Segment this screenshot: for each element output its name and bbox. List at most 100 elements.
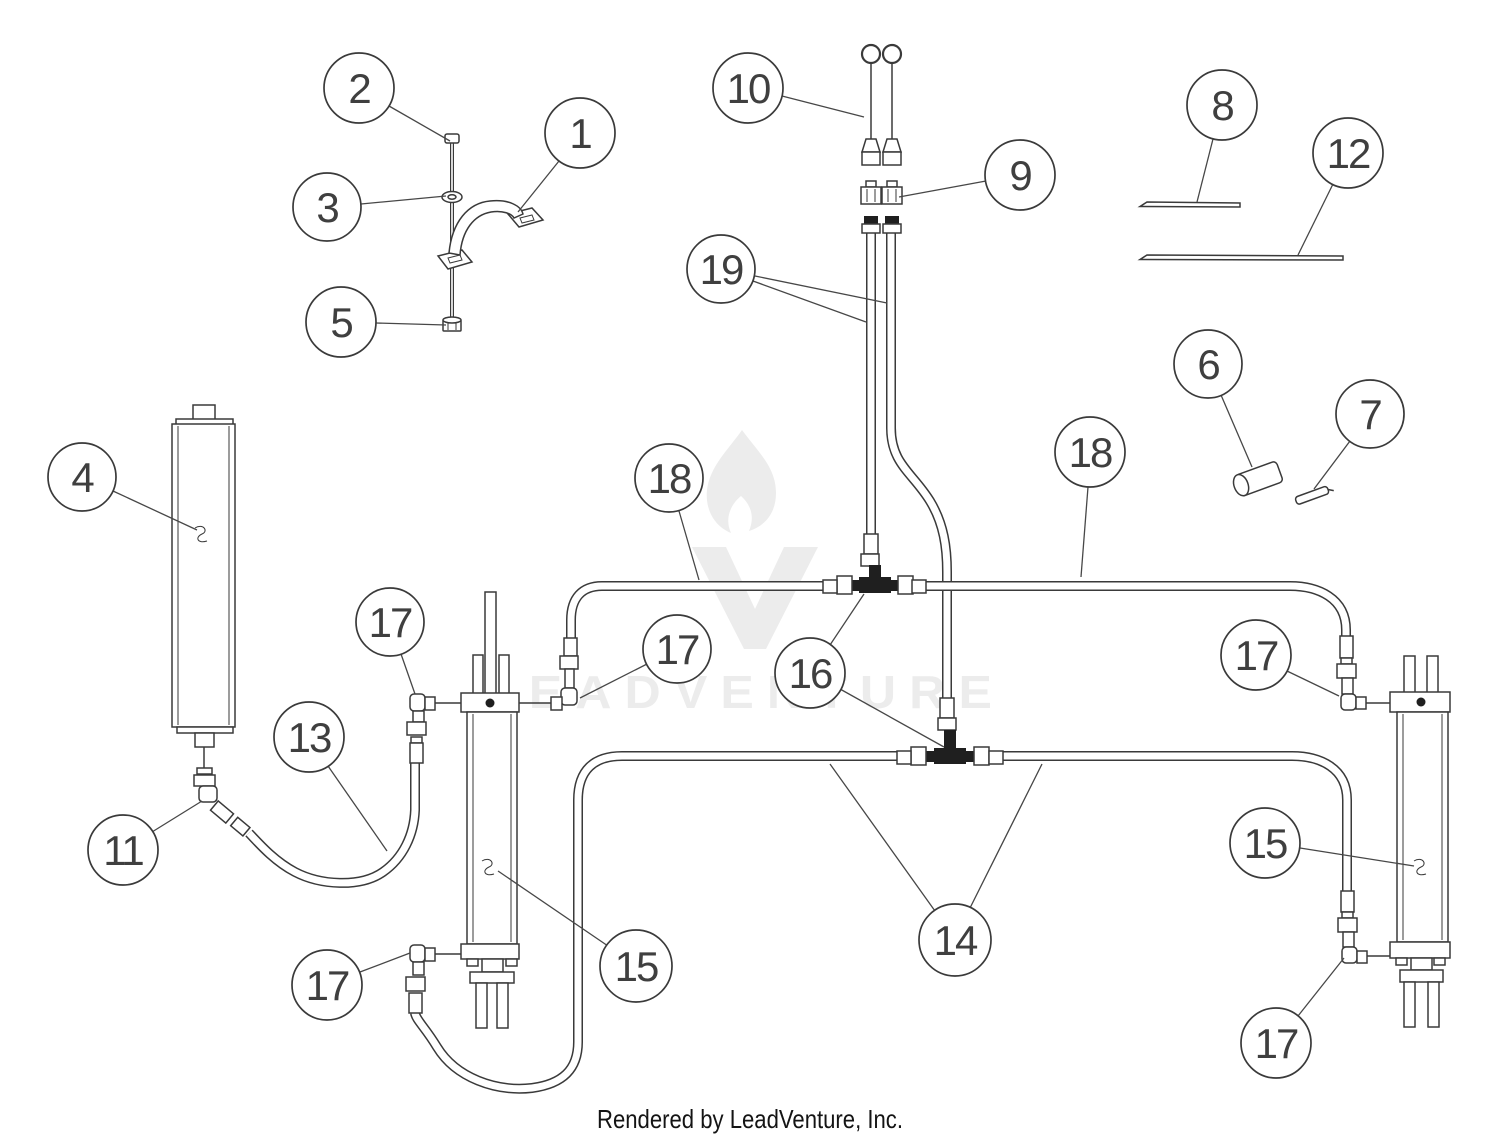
callout-17[interactable]: 17 [291, 949, 411, 1021]
callout-17[interactable]: 17 [1220, 619, 1340, 697]
callout-number: 9 [1009, 152, 1031, 199]
callout-balloon[interactable] [87, 814, 159, 886]
callout-16[interactable]: 16 [774, 593, 945, 748]
part-13-hose [245, 763, 420, 888]
part-4-reservoir-tank [171, 404, 236, 768]
callout-leader-line [375, 322, 447, 326]
callout-balloon[interactable] [544, 97, 616, 169]
part-8-rod-short [1137, 201, 1241, 208]
tank-bottom-nub [194, 732, 215, 748]
callout-14[interactable]: 14 [829, 763, 1043, 977]
callout-number: 13 [288, 714, 331, 761]
callout-number: 18 [648, 455, 691, 502]
callout-11[interactable]: 11 [87, 800, 203, 886]
callout-19[interactable]: 19 [686, 234, 888, 323]
callout-5[interactable]: 5 [305, 286, 447, 358]
callout-balloon[interactable] [686, 234, 756, 304]
callout-leader-line [969, 763, 1043, 909]
callout-4[interactable]: 4 [47, 442, 198, 531]
callout-balloon[interactable] [918, 903, 992, 977]
callout-1[interactable]: 1 [517, 97, 616, 213]
footer-text: Rendered by LeadVenture, Inc. [597, 1104, 903, 1134]
callout-leader-line [1299, 847, 1415, 867]
break-symbol [194, 525, 208, 543]
callout-balloon[interactable] [984, 139, 1056, 211]
fork-prong [496, 982, 509, 1029]
callout-15[interactable]: 15 [497, 870, 673, 1003]
callout-balloon[interactable] [1240, 1007, 1312, 1079]
callout-leader-line [327, 765, 388, 852]
part-14-hose-left [410, 751, 899, 1094]
callout-balloon[interactable] [1173, 329, 1243, 399]
callout-balloon[interactable] [292, 172, 362, 242]
callout-balloon[interactable] [1054, 416, 1126, 488]
callout-8[interactable]: 8 [1186, 69, 1258, 203]
callout-balloon[interactable] [273, 701, 345, 773]
leadventure-flame-logo [706, 430, 776, 533]
callout-balloon[interactable] [47, 442, 117, 512]
part-15-cylinder-right [1389, 655, 1451, 1028]
callout-number: 4 [71, 454, 94, 501]
callout-balloon[interactable] [599, 929, 673, 1003]
callout-7[interactable]: 7 [1313, 379, 1405, 490]
part-19-hose-crimp-ends [861, 216, 902, 234]
part-1-pipe-clamp-strap [436, 199, 545, 270]
callout-18[interactable]: 18 [1054, 416, 1126, 578]
bolt-head [444, 133, 460, 144]
callout-balloon[interactable] [323, 52, 395, 124]
part-11-elbow-fitting [193, 767, 252, 838]
callout-balloon[interactable] [774, 637, 846, 709]
callout-number: 3 [316, 184, 338, 231]
part-7-pin [1294, 485, 1334, 505]
callout-balloon[interactable] [1220, 619, 1292, 691]
callout-number: 2 [348, 65, 370, 112]
ring-handle [860, 43, 882, 65]
part-9-fitting-pair [860, 180, 903, 205]
callout-balloon[interactable] [1229, 807, 1301, 879]
callout-17[interactable]: 17 [355, 587, 425, 695]
part-15-cylinder-left [460, 591, 520, 1029]
callout-balloon[interactable] [1312, 117, 1384, 189]
callout-leader-line [517, 160, 560, 213]
callout-2[interactable]: 2 [323, 52, 451, 142]
hoses [245, 233, 1352, 1094]
cylinder-barrel [466, 711, 518, 945]
fork-plate [469, 971, 515, 984]
clevis-prong [1403, 655, 1416, 697]
callout-balloon[interactable] [1335, 379, 1405, 449]
callout-12[interactable]: 12 [1297, 117, 1384, 256]
callout-balloon[interactable] [355, 587, 425, 657]
callout-number: 6 [1197, 341, 1219, 388]
callout-17[interactable]: 17 [579, 614, 712, 699]
callout-15[interactable]: 15 [1229, 807, 1415, 879]
callout-3[interactable]: 3 [292, 172, 447, 242]
callout-number: 16 [789, 650, 832, 697]
part-17-elbow-left-cylinder-right-port [519, 637, 579, 711]
callout-9[interactable]: 9 [898, 139, 1056, 211]
callout-13[interactable]: 13 [273, 701, 388, 852]
callout-18[interactable]: 18 [634, 443, 704, 581]
part-17-elbow-left-cylinder-bottom [405, 944, 461, 1014]
pivot-pin [1416, 697, 1426, 707]
callout-leader-line [1220, 394, 1253, 468]
callout-leader-line [781, 95, 865, 118]
clamp-arch [448, 199, 524, 256]
callout-leader-line [1080, 486, 1089, 578]
callout-balloon[interactable] [634, 443, 704, 513]
bottom-flange [460, 943, 520, 960]
callout-6[interactable]: 6 [1173, 329, 1253, 468]
callout-number: 14 [934, 917, 978, 964]
callout-10[interactable]: 10 [712, 52, 865, 124]
callout-balloon[interactable] [1186, 69, 1258, 141]
clevis-prong [1426, 655, 1439, 697]
callout-balloon[interactable] [642, 614, 712, 684]
callout-balloon[interactable] [712, 52, 784, 124]
callout-balloon[interactable] [291, 949, 363, 1021]
callout-leader-line [829, 763, 936, 912]
callout-17[interactable]: 17 [1240, 957, 1345, 1079]
callout-leader-line [1313, 440, 1351, 490]
callout-number: 15 [1244, 820, 1287, 867]
callout-leader-line [388, 105, 451, 142]
callout-balloon[interactable] [305, 286, 377, 358]
